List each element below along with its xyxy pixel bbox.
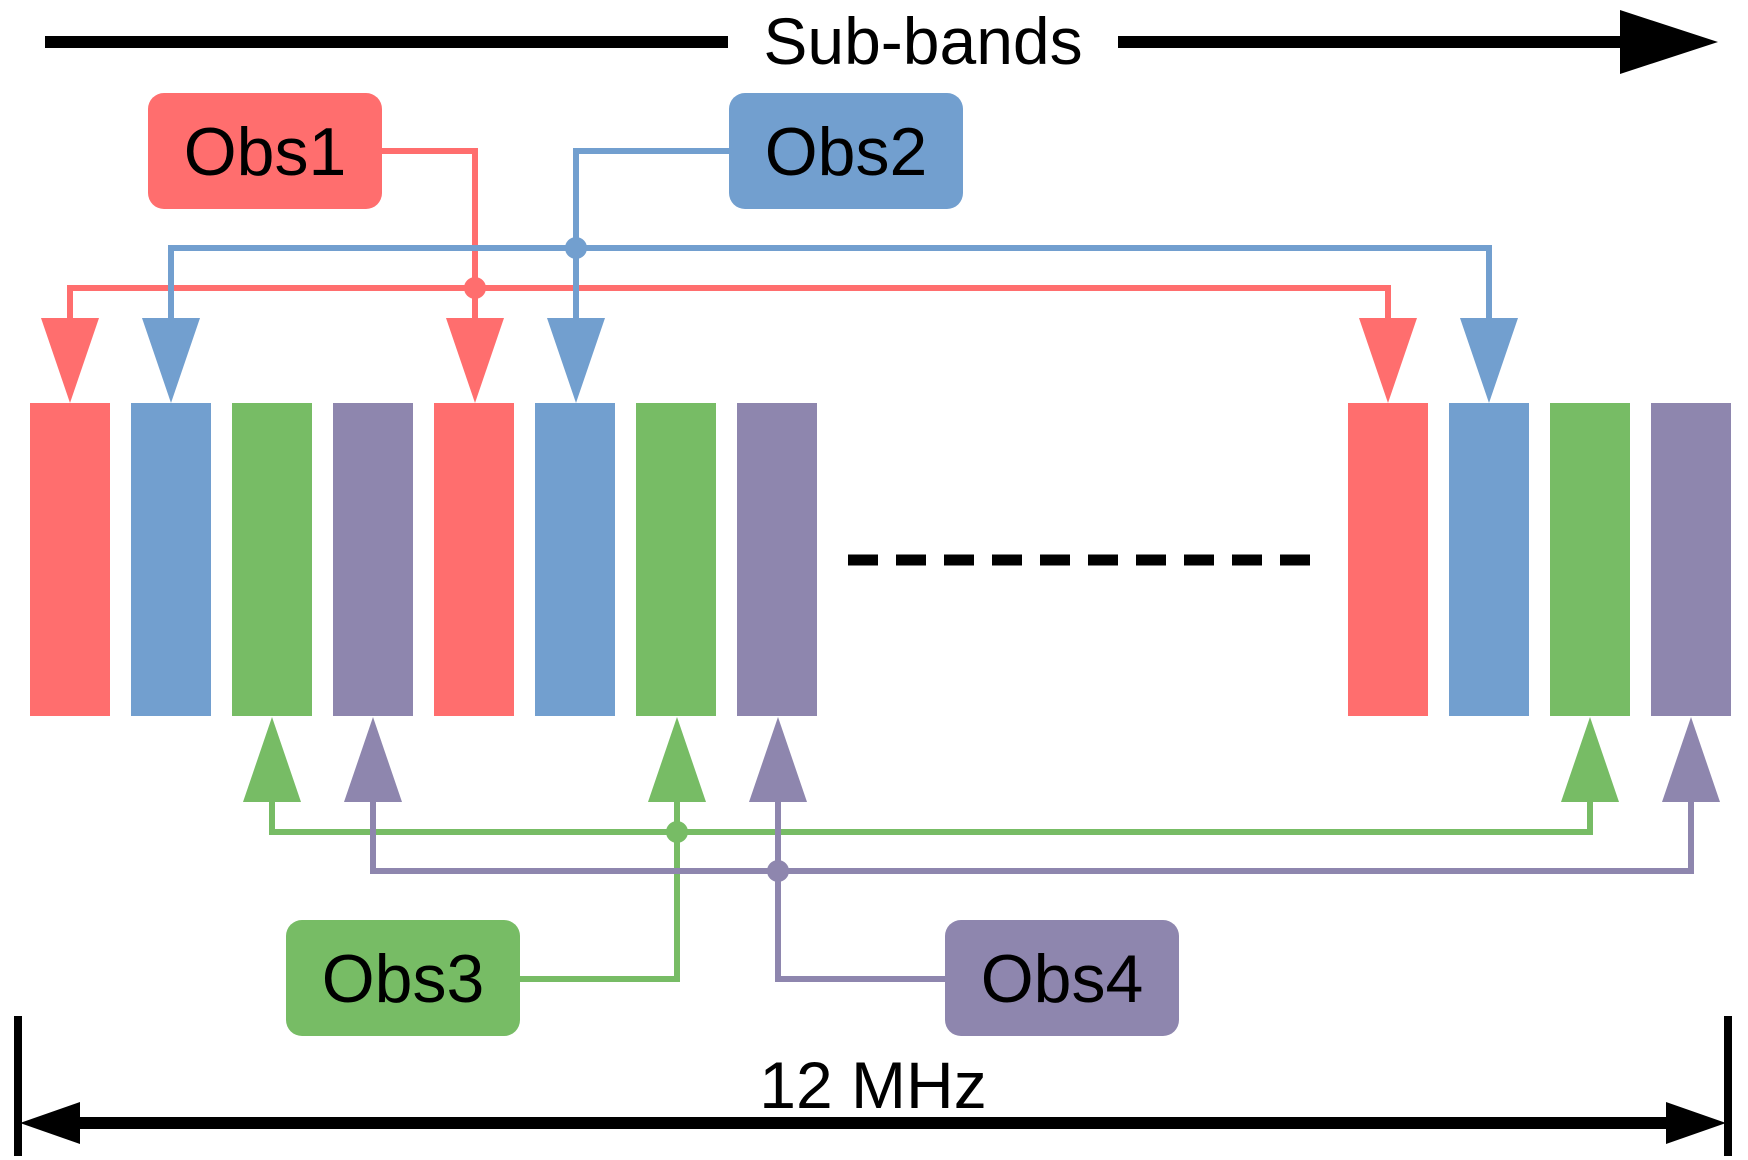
obs2-label: Obs2 bbox=[765, 114, 928, 190]
obs2-box-bg bbox=[729, 93, 963, 209]
subband-bar-left-3-obs3 bbox=[232, 403, 312, 716]
subband-bar-left-7-obs3 bbox=[636, 403, 716, 716]
subband-bar-left-1-obs1 bbox=[30, 403, 110, 716]
obs4-bus-line bbox=[370, 800, 1694, 874]
obs1-feed-line bbox=[380, 148, 478, 288]
obs3-junction bbox=[666, 821, 688, 843]
obs2-connectors bbox=[142, 148, 1518, 403]
obs1-arrow-3 bbox=[1359, 318, 1417, 403]
subband-bar-right-2-obs2 bbox=[1449, 403, 1529, 716]
obs1-junction bbox=[464, 277, 486, 299]
obs3-label: Obs3 bbox=[322, 941, 485, 1017]
subband-bar-right-3-obs3 bbox=[1550, 403, 1630, 716]
subband-bar-left-4-obs4 bbox=[333, 403, 413, 716]
obs3-arrow-3 bbox=[1561, 717, 1619, 802]
obs4-connectors bbox=[344, 717, 1720, 982]
subband-bar-left-2-obs2 bbox=[131, 403, 211, 716]
subbands-axis: Sub-bands bbox=[45, 4, 1718, 78]
obs4-arrow-2 bbox=[749, 717, 807, 802]
obs4-arrow-3 bbox=[1662, 717, 1720, 802]
subband-bar-left-5-obs1 bbox=[434, 403, 514, 716]
obs1-arrow-2 bbox=[446, 318, 504, 403]
subband-bars bbox=[30, 403, 1731, 716]
obs2-arrow-2 bbox=[547, 318, 605, 403]
subbands-title: Sub-bands bbox=[763, 4, 1082, 78]
bandwidth-arrowhead-left bbox=[20, 1102, 80, 1144]
obs3-box-bg bbox=[286, 920, 520, 1036]
obs3-feed-line bbox=[515, 832, 680, 982]
obs4-junction bbox=[767, 860, 789, 882]
obs1-box-bg bbox=[148, 93, 382, 209]
obs1-box: Obs1 bbox=[148, 93, 382, 209]
obs2-bus-line bbox=[168, 245, 1492, 325]
obs1-label: Obs1 bbox=[184, 114, 347, 190]
obs4-arrow-1 bbox=[344, 717, 402, 802]
obs3-arrow-1 bbox=[243, 717, 301, 802]
obs4-label: Obs4 bbox=[981, 941, 1144, 1017]
obs2-feed-line bbox=[573, 148, 733, 248]
obs4-box: Obs4 bbox=[945, 920, 1179, 1036]
obs3-arrow-2 bbox=[648, 717, 706, 802]
bandwidth-dimension: 12 MHz bbox=[14, 1016, 1732, 1156]
subband-bar-left-8-obs4 bbox=[737, 403, 817, 716]
obs3-connectors bbox=[243, 717, 1619, 982]
subband-bar-left-6-obs2 bbox=[535, 403, 615, 716]
obs2-arrow-3 bbox=[1460, 318, 1518, 403]
obs3-bus-line bbox=[269, 800, 1593, 835]
obs4-feed-line bbox=[775, 871, 947, 982]
obs2-junction bbox=[565, 237, 587, 259]
obs1-connectors bbox=[41, 148, 1417, 403]
obs2-box: Obs2 bbox=[729, 93, 963, 209]
obs1-arrow-1 bbox=[41, 318, 99, 403]
subbands-arrowhead bbox=[1620, 10, 1718, 74]
bandwidth-arrowhead-right bbox=[1666, 1102, 1726, 1144]
subband-bar-right-1-obs1 bbox=[1348, 403, 1428, 716]
subband-bar-right-4-obs4 bbox=[1651, 403, 1731, 716]
obs2-arrow-1 bbox=[142, 318, 200, 403]
obs4-box-bg bbox=[945, 920, 1179, 1036]
bandwidth-label: 12 MHz bbox=[759, 1048, 986, 1122]
obs1-bus-line bbox=[67, 285, 1391, 325]
obs3-box: Obs3 bbox=[286, 920, 520, 1036]
